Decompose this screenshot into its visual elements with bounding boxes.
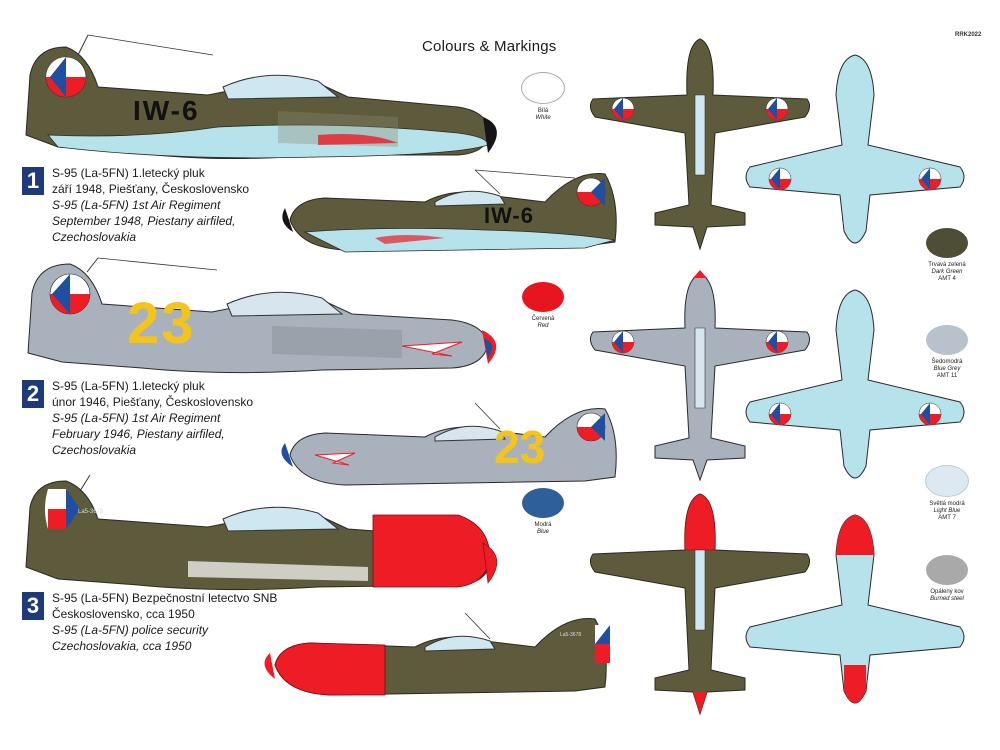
scheme-1-badge: 1 — [22, 167, 44, 195]
profile-1-left — [25, 34, 497, 160]
topview-1 — [589, 38, 811, 251]
swatch-dot — [522, 488, 564, 518]
swatch-light-blue: Světlá modrá Light Blue AMT 7 — [912, 465, 982, 522]
swatch-dark-green: Trvavá zelená Dark Green AMT 4 — [912, 228, 982, 283]
swatch-blue-grey: Šedomodrá Blue Grey AMT 11 — [912, 325, 982, 380]
profile-1-right — [282, 169, 617, 253]
swatch-burned-steel: Opálený kov Burned steel — [912, 555, 982, 603]
topview-2 — [589, 270, 811, 482]
marking-3-right: La5-3678 — [560, 632, 582, 638]
swatch-dot — [521, 72, 565, 104]
scheme-1-caption: 1 S-95 (La-5FN) 1.letecký pluk září 1948… — [22, 165, 249, 245]
scheme-3-badge: 3 — [22, 592, 44, 620]
topview-3 — [589, 493, 811, 716]
profile-2-right — [281, 402, 617, 486]
swatch-dot — [522, 282, 564, 312]
sheet-code: RRK2022 — [955, 32, 982, 38]
scheme-3-caption: 3 S-95 (La-5FN) Bezpečnostní letectvo SN… — [22, 590, 277, 654]
bottomview-1 — [745, 54, 965, 244]
scheme-2-caption: 2 S-95 (La-5FN) 1.letecký pluk únor 1946… — [22, 378, 253, 458]
marking-1-right: IW-6 — [484, 203, 534, 228]
swatch-dot — [926, 555, 968, 585]
scheme-2-badge: 2 — [22, 380, 44, 408]
page-title: Colours & Markings — [422, 38, 557, 55]
bottomview-2 — [745, 289, 965, 479]
marking-3-left: La5-3678 — [78, 509, 104, 515]
swatch-red: Červená Red — [508, 282, 578, 330]
profile-3-left — [25, 474, 498, 591]
swatch-dot — [926, 325, 968, 355]
swatch-blue: Modrá Blue — [508, 488, 578, 536]
swatch-dot — [925, 465, 969, 497]
swatch-dot — [926, 228, 968, 258]
marking-2-right: 23 — [494, 421, 546, 473]
marking-1-left: IW-6 — [133, 95, 200, 126]
profile-3-right — [264, 612, 610, 696]
bottomview-3 — [745, 514, 965, 704]
marking-2-left: 23 — [127, 291, 196, 356]
profile-2-left — [27, 257, 497, 374]
swatch-white: Bílá White — [508, 72, 578, 122]
